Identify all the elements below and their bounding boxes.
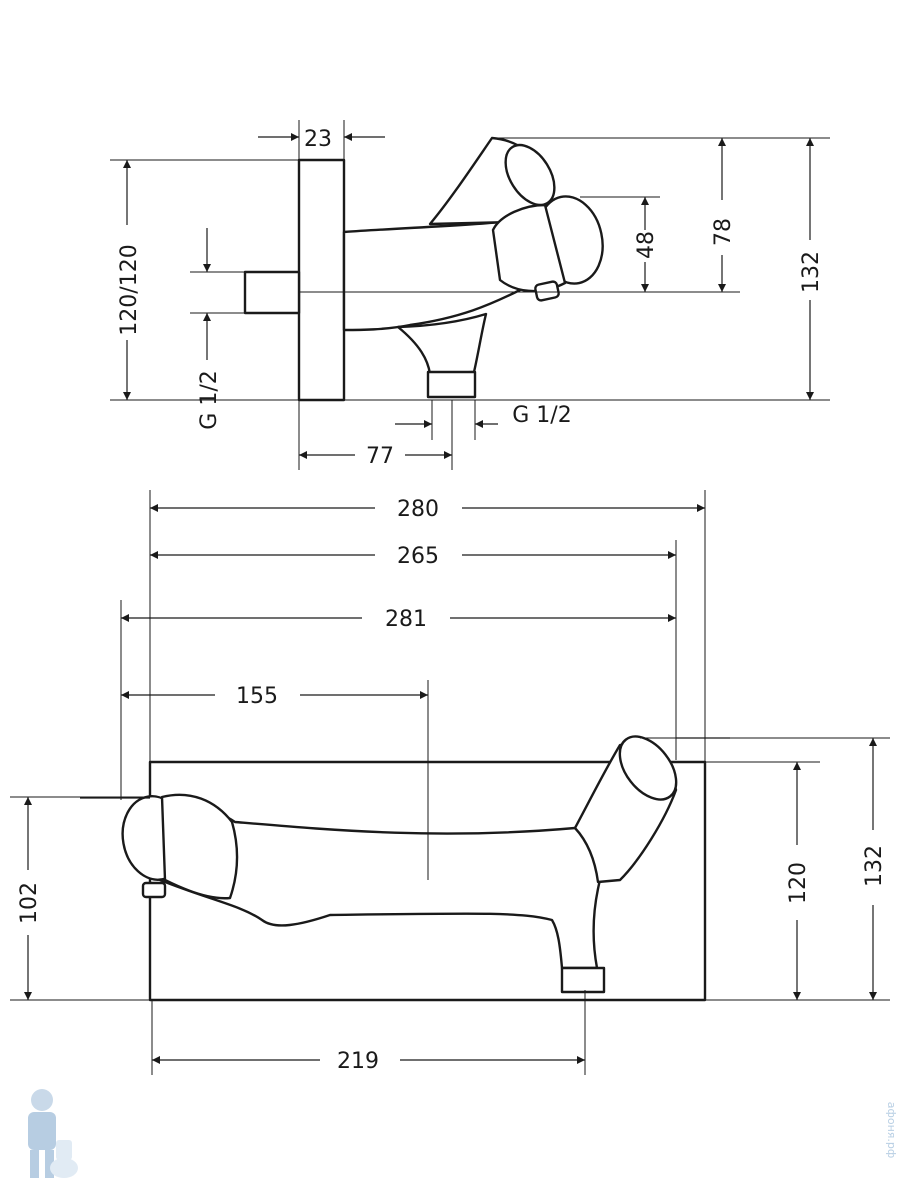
dim-plate-height-front: 120 bbox=[786, 862, 811, 904]
front-view: 280 265 281 155 219 102 120 132 bbox=[10, 490, 890, 1075]
dim-plate-width: 265 bbox=[397, 544, 439, 569]
front-spout-sleeve bbox=[160, 793, 239, 900]
dim-plate-height: 120/120 bbox=[117, 244, 142, 335]
dim-total-height-side: 132 bbox=[799, 251, 824, 293]
outlet-spout bbox=[396, 312, 488, 376]
dim-outlet-offset: 77 bbox=[366, 444, 394, 469]
inlet-stub bbox=[243, 270, 301, 315]
front-outlet-nut bbox=[560, 966, 606, 994]
dim-outlet-thread: G 1/2 bbox=[512, 403, 571, 428]
dim-center-offset: 155 bbox=[236, 684, 278, 709]
front-spout-button bbox=[141, 881, 167, 899]
side-view: 23 120/120 G 1/2 77 G 1/2 48 78 132 bbox=[110, 120, 830, 470]
knob-button bbox=[534, 280, 560, 302]
dim-inlet-thread: G 1/2 bbox=[197, 370, 222, 429]
mixer-body bbox=[342, 220, 522, 332]
dim-plate-thickness: 23 bbox=[304, 127, 332, 152]
dim-total-height-front: 132 bbox=[862, 845, 887, 887]
watermark-text: афоня.рф bbox=[885, 1102, 898, 1159]
plumber-mascot-icon bbox=[28, 1089, 78, 1178]
front-right-handle-cap bbox=[618, 735, 678, 801]
dim-total-width: 280 bbox=[397, 497, 439, 522]
dim-spout-height: 48 bbox=[634, 231, 659, 259]
wall-plate bbox=[297, 158, 346, 402]
dim-spout-height-front: 102 bbox=[17, 882, 42, 924]
outlet-nut bbox=[426, 370, 477, 399]
dim-handle-height: 78 bbox=[711, 218, 736, 246]
knob-rim bbox=[491, 203, 567, 293]
dim-reach-width: 281 bbox=[385, 607, 427, 632]
dim-outlet-position: 219 bbox=[337, 1049, 379, 1074]
